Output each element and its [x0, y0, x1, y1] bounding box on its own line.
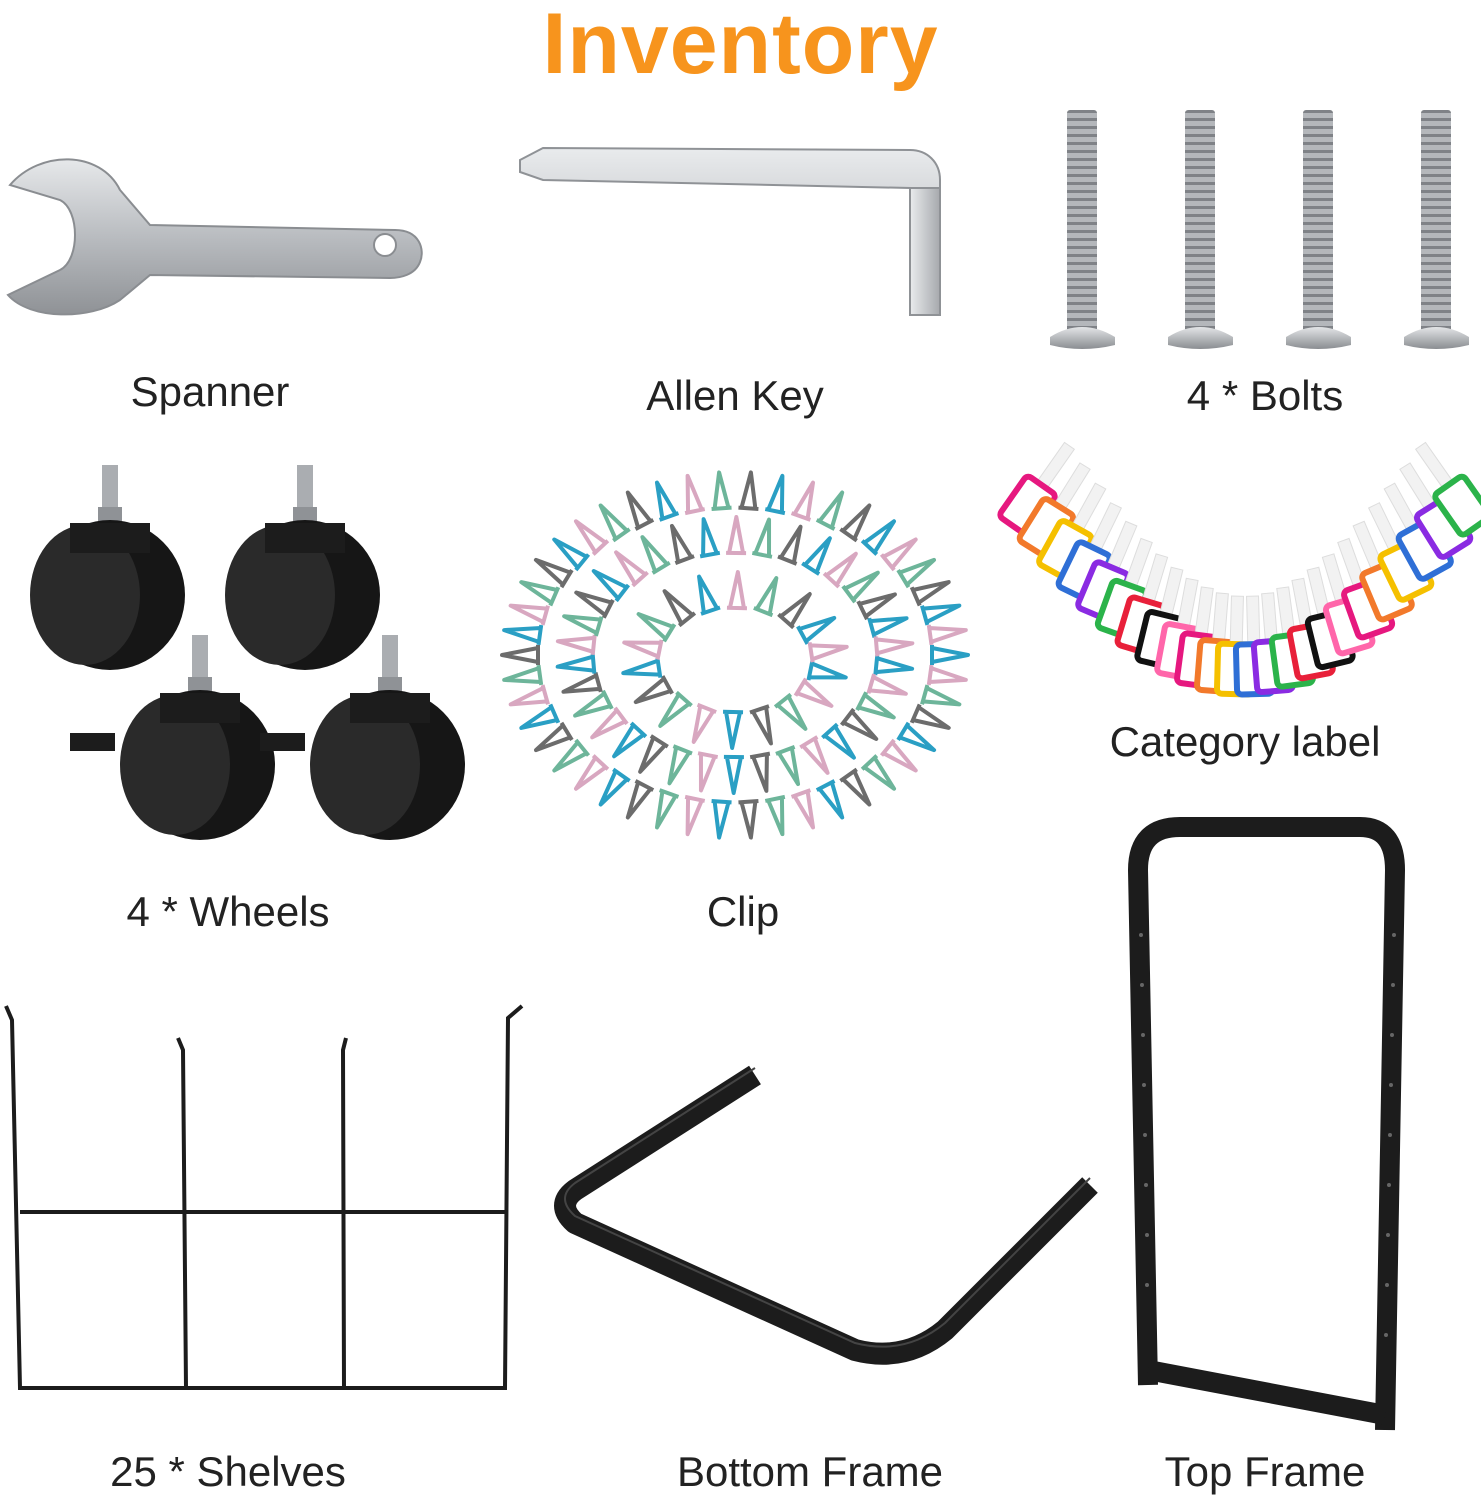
shelves-label: 25 * Shelves [110, 1448, 346, 1495]
wire-shelf-icon [4, 1004, 524, 1390]
clip-label: Clip [706, 888, 780, 935]
bolts-icon [1050, 110, 1469, 349]
spanner-label: Spanner [130, 368, 290, 415]
bottom-frame-icon [554, 1065, 1098, 1365]
spanner-icon [6, 158, 423, 316]
allen-key-icon [519, 146, 941, 316]
tag-icon [997, 441, 1481, 698]
category-label-label: Category label [1109, 718, 1381, 765]
bottom-frame-label: Bottom Frame [676, 1448, 944, 1495]
top-frame-icon [1128, 817, 1405, 1431]
wheels-label: 4 * Wheels [126, 888, 330, 935]
allen-key-label: Allen Key [646, 372, 824, 419]
top-frame-label: Top Frame [1164, 1448, 1366, 1495]
page-title: Inventory [542, 0, 939, 92]
bolts-label: 4 * Bolts [1186, 372, 1344, 419]
caster-wheel-icon [30, 465, 465, 840]
clip-icon [500, 470, 970, 840]
